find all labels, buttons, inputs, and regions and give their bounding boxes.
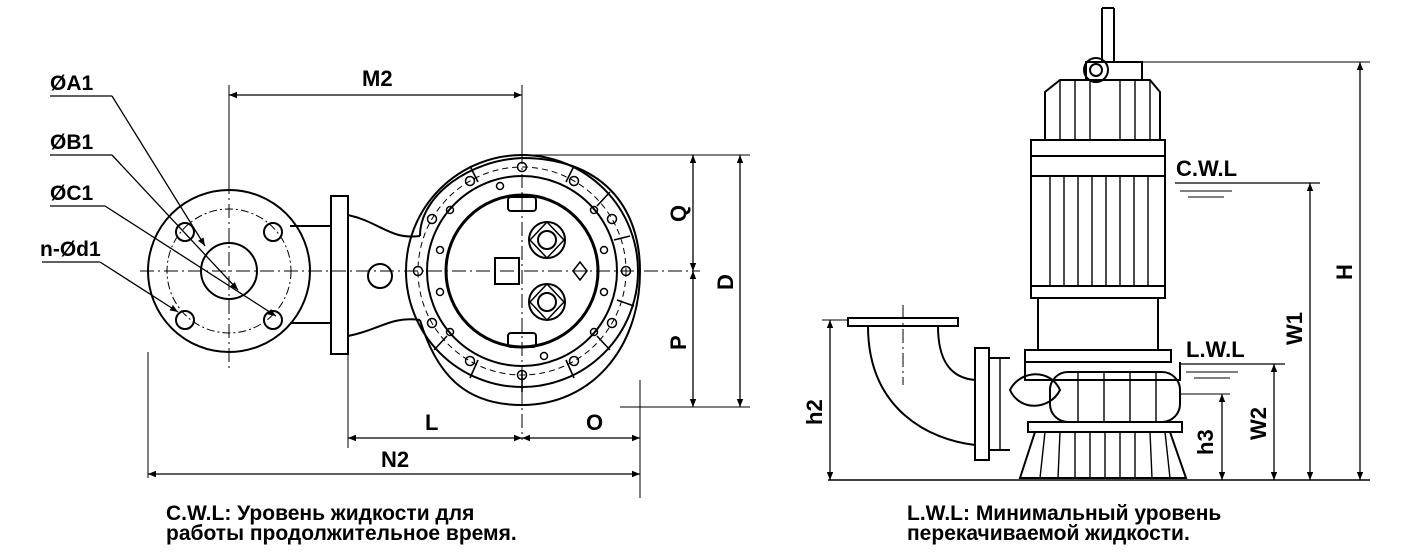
- water-level-cwl: [1175, 182, 1320, 198]
- discharge-elbow: [847, 305, 1010, 461]
- dim-label-o: O: [586, 410, 603, 435]
- dim-label-p: P: [666, 335, 691, 350]
- water-level-lwl: [1180, 363, 1285, 379]
- caption-lwl: L.W.L: Минимальный уровень перекачиваемо…: [907, 502, 1222, 545]
- caption-cwl-line1: C.W.L: Уровень жидкости для: [166, 502, 475, 525]
- side-view-labels: C.W.L L.W.L H W1 W2 h2 h3: [802, 156, 1357, 455]
- cwl-label: C.W.L: [1176, 156, 1237, 181]
- plan-extension-lines: [147, 85, 750, 498]
- dim-label-a1: ØA1: [50, 72, 94, 95]
- dim-label-w2: W2: [1246, 407, 1271, 440]
- pump-stand: [1018, 431, 1188, 479]
- discharge-pipe: [290, 195, 421, 355]
- dim-label-b1: ØB1: [50, 131, 94, 154]
- volute-ribs: [433, 165, 635, 392]
- caption-cwl-line2: работы продолжительное время.: [166, 522, 517, 545]
- dim-label-h: H: [1332, 264, 1357, 280]
- plan-leader-lines: [42, 95, 277, 317]
- motor-body: [1024, 175, 1172, 363]
- plan-view: [42, 85, 750, 498]
- dim-label-h3: h3: [1193, 429, 1218, 455]
- caption-cwl: C.W.L: Уровень жидкости для работы продо…: [166, 502, 517, 545]
- dim-label-w1: W1: [1282, 312, 1307, 345]
- pump-dimension-drawing: ØA1 ØB1 ØC1 n-Ød1 M2 Q D P L O N2: [40, 7, 1370, 498]
- dim-label-h2: h2: [802, 399, 827, 425]
- dim-label-d1: n-Ød1: [40, 238, 101, 261]
- caption-lwl-line2: перекачиваемой жидкости.: [907, 522, 1190, 545]
- flange-bolts: [412, 161, 632, 381]
- motor-top-features: [494, 196, 588, 348]
- dim-label-q: Q: [666, 205, 691, 222]
- side-view: [822, 7, 1370, 481]
- dim-label-m2: M2: [362, 66, 393, 91]
- dim-label-c1: ØC1: [50, 182, 94, 205]
- side-dimension-lines: [826, 62, 1364, 480]
- plan-view-labels: ØA1 ØB1 ØC1 n-Ød1 M2 Q D P L O N2: [40, 66, 738, 472]
- lwl-label: L.W.L: [1186, 337, 1245, 362]
- motor-cap: [1030, 79, 1166, 177]
- dim-label-d: D: [713, 274, 738, 290]
- dim-label-n2: N2: [381, 447, 409, 472]
- plan-dimension-lines: [148, 91, 744, 478]
- discharge-flange: [147, 189, 311, 353]
- dim-label-l: L: [425, 410, 438, 435]
- volute-casing: [405, 154, 642, 407]
- caption-lwl-line1: L.W.L: Минимальный уровень: [907, 502, 1222, 525]
- center-lines: [140, 150, 700, 440]
- lifting-eye: [1083, 7, 1143, 83]
- pump-casing: [1008, 362, 1183, 433]
